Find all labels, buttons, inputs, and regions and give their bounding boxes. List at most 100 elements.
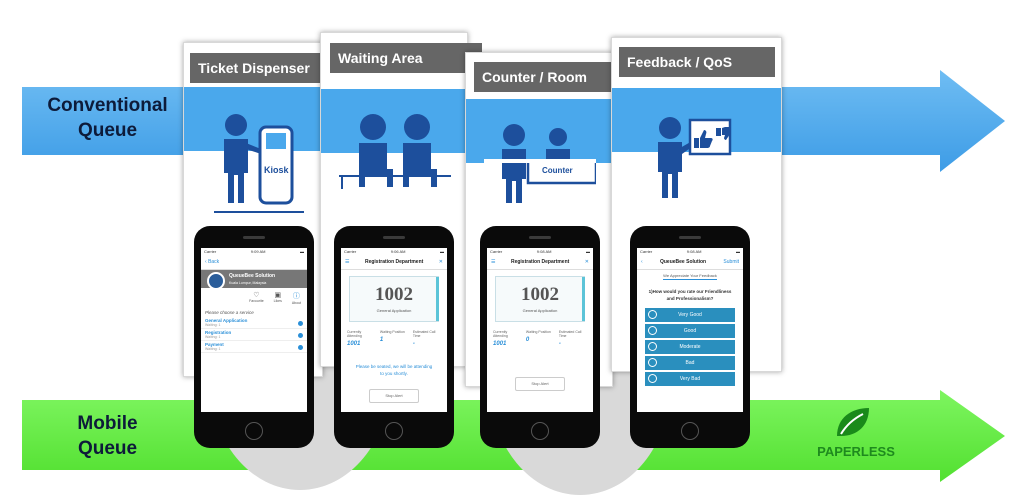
feedback-header: We Appreciate Your Feedback [663, 270, 717, 280]
ticket-service: General Application [376, 308, 412, 313]
phone-screen: Carrier 9:06 AM ▬ ☰ Registration Departm… [341, 248, 447, 412]
panel-blue-stripe [184, 87, 322, 151]
rating-good-button[interactable]: Good [645, 324, 735, 338]
tab-favourite[interactable]: ♡Favourite [249, 291, 264, 305]
thumbs-up-icon: ▣ [274, 292, 282, 299]
stat-value: 1001 [493, 341, 507, 347]
heart-icon: ♡ [253, 292, 260, 299]
phone-waiting-area: Carrier 9:06 AM ▬ ☰ Registration Departm… [334, 226, 454, 448]
stop-alert-label: Stop Alert [385, 393, 403, 398]
queue-stats: Currently Attending 1001 Waiting Position… [487, 322, 593, 347]
battery-icon: ▬ [735, 249, 740, 254]
panel-title-waiting-area: Waiting Area [330, 43, 482, 73]
rating-bad-button[interactable]: Bad [645, 356, 735, 370]
close-icon[interactable]: ✕ [584, 259, 589, 265]
home-button[interactable] [681, 422, 699, 440]
navbar: ☰ Registration Department ✕ [487, 255, 593, 270]
counter-label: Counter [542, 166, 573, 175]
person-thumbs-feedback-icon [658, 117, 732, 198]
ticket-number: 1002 [521, 284, 559, 305]
home-button[interactable] [531, 422, 549, 440]
phone-ticket-dispenser: Carrier 9:09 AM ▬ ‹ Back QueueBee Soluti… [194, 226, 314, 448]
mobile-queue-label: Mobile Queue [77, 413, 138, 459]
panel-title-feedback-qos: Feedback / QoS [619, 47, 775, 77]
tab-likes[interactable]: ▣Likes [274, 291, 282, 305]
phone-speaker [383, 236, 405, 239]
stat-label: Waiting Position [525, 330, 551, 334]
service-waiting: Waiting: 1 [205, 335, 221, 339]
org-location: Kuala Lumpur, Malaysia [229, 281, 267, 285]
status-bar: Carrier 9:09 AM ▬ [201, 248, 307, 255]
service-name: General Application [205, 318, 248, 323]
ticket-service: General Application [522, 308, 558, 313]
service-name: Payment [205, 342, 224, 347]
sad-face-icon [648, 374, 657, 383]
phone-screen: Carrier 9:08 AM ▬ ‹ QueueBee Solution Su… [637, 248, 743, 412]
status-bar: Carrier 9:06 AM ▬ [341, 248, 447, 255]
tab-label: Favourite [249, 299, 264, 303]
paperless-label: PAPERLESS [817, 444, 895, 459]
ticket-edge [582, 277, 585, 321]
rating-very-bad-button[interactable]: Very Bad [645, 372, 735, 386]
time-label: 9:09 AM [250, 249, 266, 254]
add-icon [298, 321, 303, 326]
stat-label: Currently Attending [493, 330, 508, 338]
panel-blue-stripe [466, 99, 612, 163]
phone-screen: Carrier 9:08 AM ▬ ☰ Registration Departm… [487, 248, 593, 412]
stop-alert-button[interactable]: Stop Alert [369, 389, 419, 403]
status-bar: Carrier 9:08 AM ▬ [637, 248, 743, 255]
home-button[interactable] [385, 422, 403, 440]
close-icon[interactable]: ✕ [438, 259, 443, 265]
battery-icon: ▬ [299, 249, 304, 254]
navbar-title: QueueBee Solution [659, 259, 707, 265]
sad-face-icon [648, 358, 657, 367]
home-button[interactable] [245, 422, 263, 440]
kiosk-label: Kiosk [264, 165, 289, 175]
rating-label: Very Bad [679, 376, 701, 382]
org-name: QueueBee Solution [229, 273, 276, 279]
navbar: ‹ QueueBee Solution Submit [637, 255, 743, 270]
carrier-label: Carrier [344, 249, 357, 254]
panel-title-counter-room: Counter / Room [474, 62, 615, 92]
back-label: Back [208, 259, 220, 265]
service-name: Registration [205, 330, 232, 335]
carrier-label: Carrier [640, 249, 653, 254]
phone-speaker [679, 236, 701, 239]
service-prompt: Please choose a service [205, 310, 254, 315]
stat-value: 1001 [347, 341, 361, 347]
add-icon [298, 345, 303, 350]
menu-icon[interactable]: ☰ [491, 259, 496, 265]
stop-alert-button[interactable]: Stop Alert [515, 377, 565, 391]
rating-very-good-button[interactable]: Very Good [645, 308, 735, 322]
ticket-number: 1002 [375, 284, 413, 305]
back-chevron-icon[interactable]: ‹ [641, 259, 643, 265]
panel-title-ticket-dispenser: Ticket Dispenser [190, 53, 326, 83]
smile-face-icon [648, 310, 657, 319]
status-bar: Carrier 9:08 AM ▬ [487, 248, 593, 255]
rating-moderate-button[interactable]: Moderate [645, 340, 735, 354]
back-button[interactable]: ‹ Back [205, 259, 220, 265]
rating-label: Good [683, 328, 697, 334]
tab-label: Likes [273, 299, 282, 303]
phone-counter-room: Carrier 9:08 AM ▬ ☰ Registration Departm… [480, 226, 600, 448]
org-header: QueueBee Solution Kuala Lumpur, Malaysia [201, 270, 307, 290]
navbar-title: Registration Department [510, 259, 570, 265]
stat-label: Waiting Position [379, 330, 405, 334]
stat-estimated-call-time: Estimated Call Time- [559, 330, 587, 347]
carrier-label: Carrier [490, 249, 503, 254]
waiting-message: Please be seated, we will be attending t… [355, 364, 433, 376]
time-label: 9:08 AM [536, 249, 552, 254]
menu-icon[interactable]: ☰ [345, 259, 350, 265]
ticket-edge [436, 277, 439, 321]
submit-button[interactable]: Submit [723, 259, 739, 265]
conventional-queue-label: Conventional Queue [47, 95, 168, 141]
panel-floor-line [214, 211, 304, 213]
smile-face-icon [648, 326, 657, 335]
